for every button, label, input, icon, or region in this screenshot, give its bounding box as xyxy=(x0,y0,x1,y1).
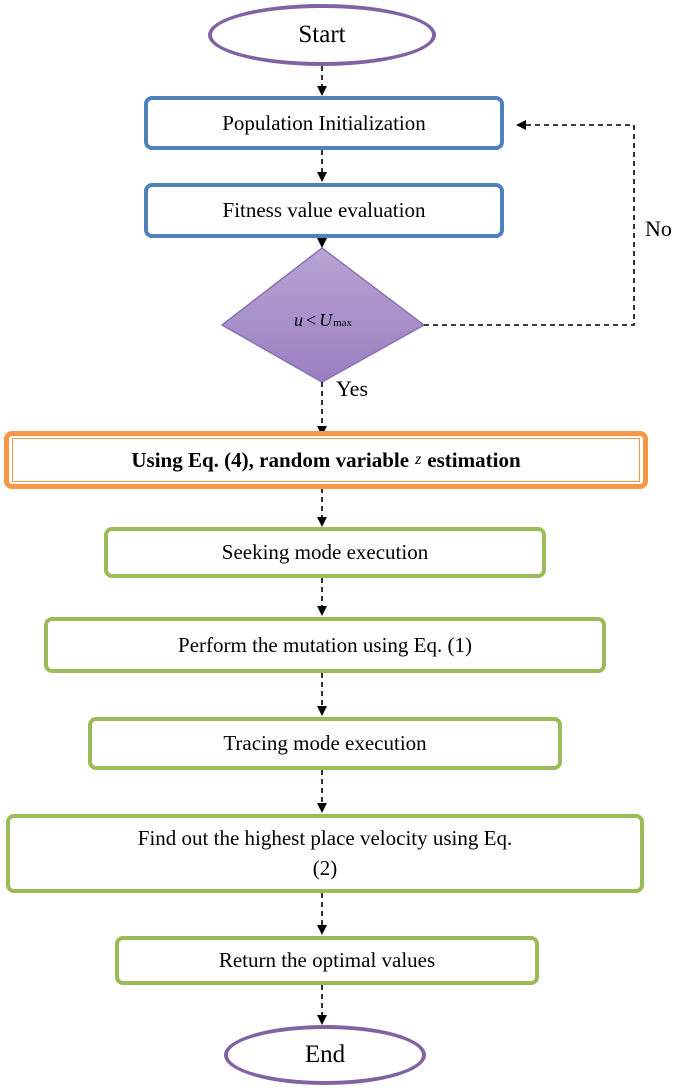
population-initialization-box: Population Initialization xyxy=(144,96,504,150)
decision-condition: u < U max xyxy=(222,310,424,336)
decision-op: < xyxy=(305,310,317,330)
velocity-label-line1: Find out the highest place velocity usin… xyxy=(137,826,513,851)
using-eq-label-end: estimation xyxy=(427,447,521,472)
velocity-label-line2: (2) xyxy=(312,855,338,880)
mutation-box: Perform the mutation using Eq. (1) xyxy=(44,617,606,673)
return-optimal-label: Return the optimal values xyxy=(218,948,436,972)
start-label: Start xyxy=(298,21,346,48)
start-terminal: Start xyxy=(208,4,436,66)
tracing-mode-box: Tracing mode execution xyxy=(88,717,562,770)
end-terminal: End xyxy=(224,1025,426,1085)
velocity-box: Find out the highest place velocity usin… xyxy=(6,814,644,893)
using-eq-label-start: Using Eq. (4), random variable xyxy=(131,447,410,472)
seeking-mode-box: Seeking mode execution xyxy=(104,527,546,578)
decision-bound-sub: max xyxy=(333,317,353,329)
fitness-evaluation-box: Fitness value evaluation xyxy=(144,183,504,238)
yes-label: Yes xyxy=(336,376,369,401)
fitness-evaluation-label: Fitness value evaluation xyxy=(222,198,426,222)
using-eq-box: Using Eq. (4), random variable z estimat… xyxy=(12,438,640,482)
mutation-label: Perform the mutation using Eq. (1) xyxy=(178,632,472,657)
end-label: End xyxy=(304,1041,346,1068)
arrow-no-loop xyxy=(424,120,635,326)
return-optimal-box: Return the optimal values xyxy=(115,936,539,985)
population-initialization-label: Population Initialization xyxy=(222,110,426,135)
decision-bound: U xyxy=(319,310,333,330)
no-label: No xyxy=(645,216,672,241)
decision-var: u xyxy=(293,310,303,330)
seeking-mode-label: Seeking mode execution xyxy=(221,540,429,564)
tracing-mode-label: Tracing mode execution xyxy=(223,731,427,755)
using-eq-variable: z xyxy=(415,451,422,468)
